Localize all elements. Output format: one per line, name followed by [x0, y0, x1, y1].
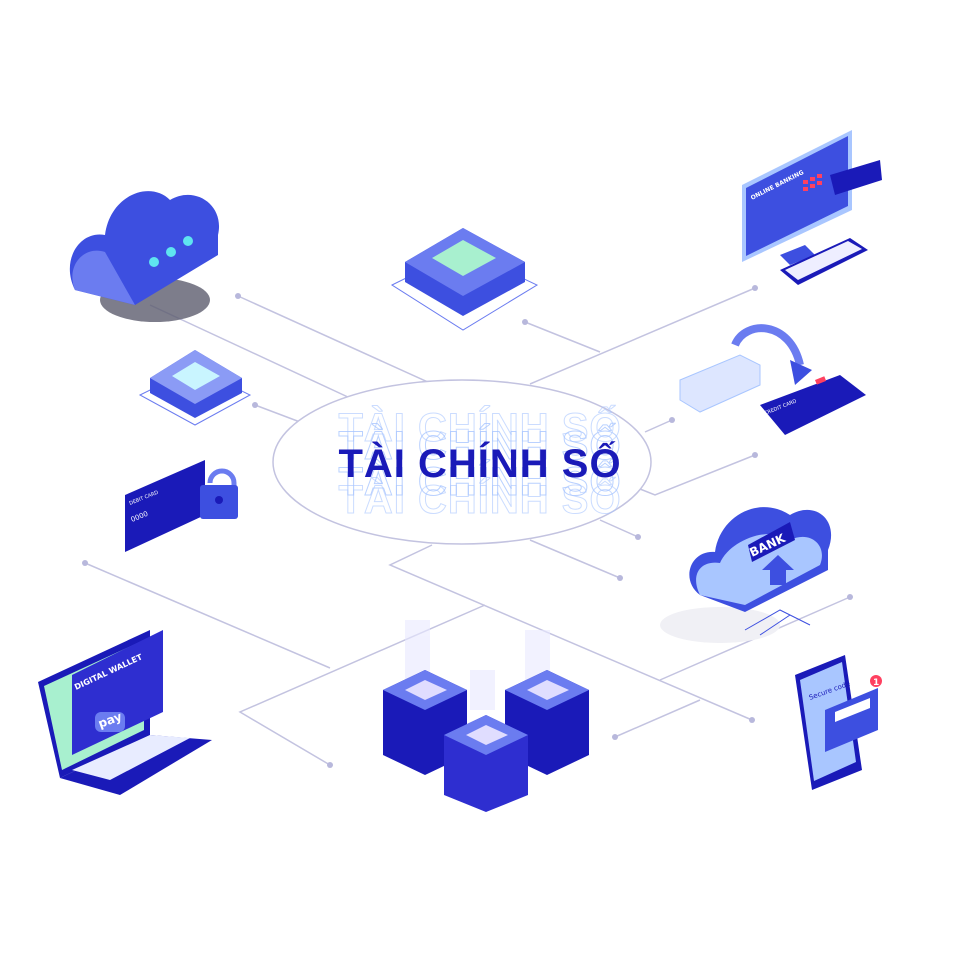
digital-wallet-laptop-icon: DIGITAL WALLET pay — [38, 630, 212, 795]
chat-cloud-icon — [69, 191, 220, 322]
connector-dots — [82, 285, 853, 768]
bank-cloud-icon: BANK — [660, 507, 832, 643]
center-ellipse — [272, 379, 652, 545]
notification-badge: 1 — [873, 678, 879, 688]
online-banking-monitor-icon: ONLINE BANKING — [742, 130, 882, 285]
title-echo-bottom: TÀI CHÍNH SỐ — [338, 478, 622, 523]
center-title: TÀI CHÍNH SỐ — [338, 442, 622, 486]
debit-card-lock-icon: DEBIT CARD 0000 — [125, 460, 238, 552]
server-cluster-icon — [383, 620, 589, 812]
small-chip-icon — [138, 350, 252, 426]
title-echo-top: TÀI CHÍNH SỐ — [338, 406, 622, 451]
title-echo-lower: TÀI CHÍNH SỐ — [338, 460, 622, 505]
money-transfer-card-icon: CREDIT CARD — [679, 324, 866, 435]
title-echo-upper: TÀI CHÍNH SỐ — [338, 424, 622, 469]
secure-code-phone-icon: Secure code 1 — [795, 655, 882, 790]
chip-icon — [390, 228, 539, 331]
